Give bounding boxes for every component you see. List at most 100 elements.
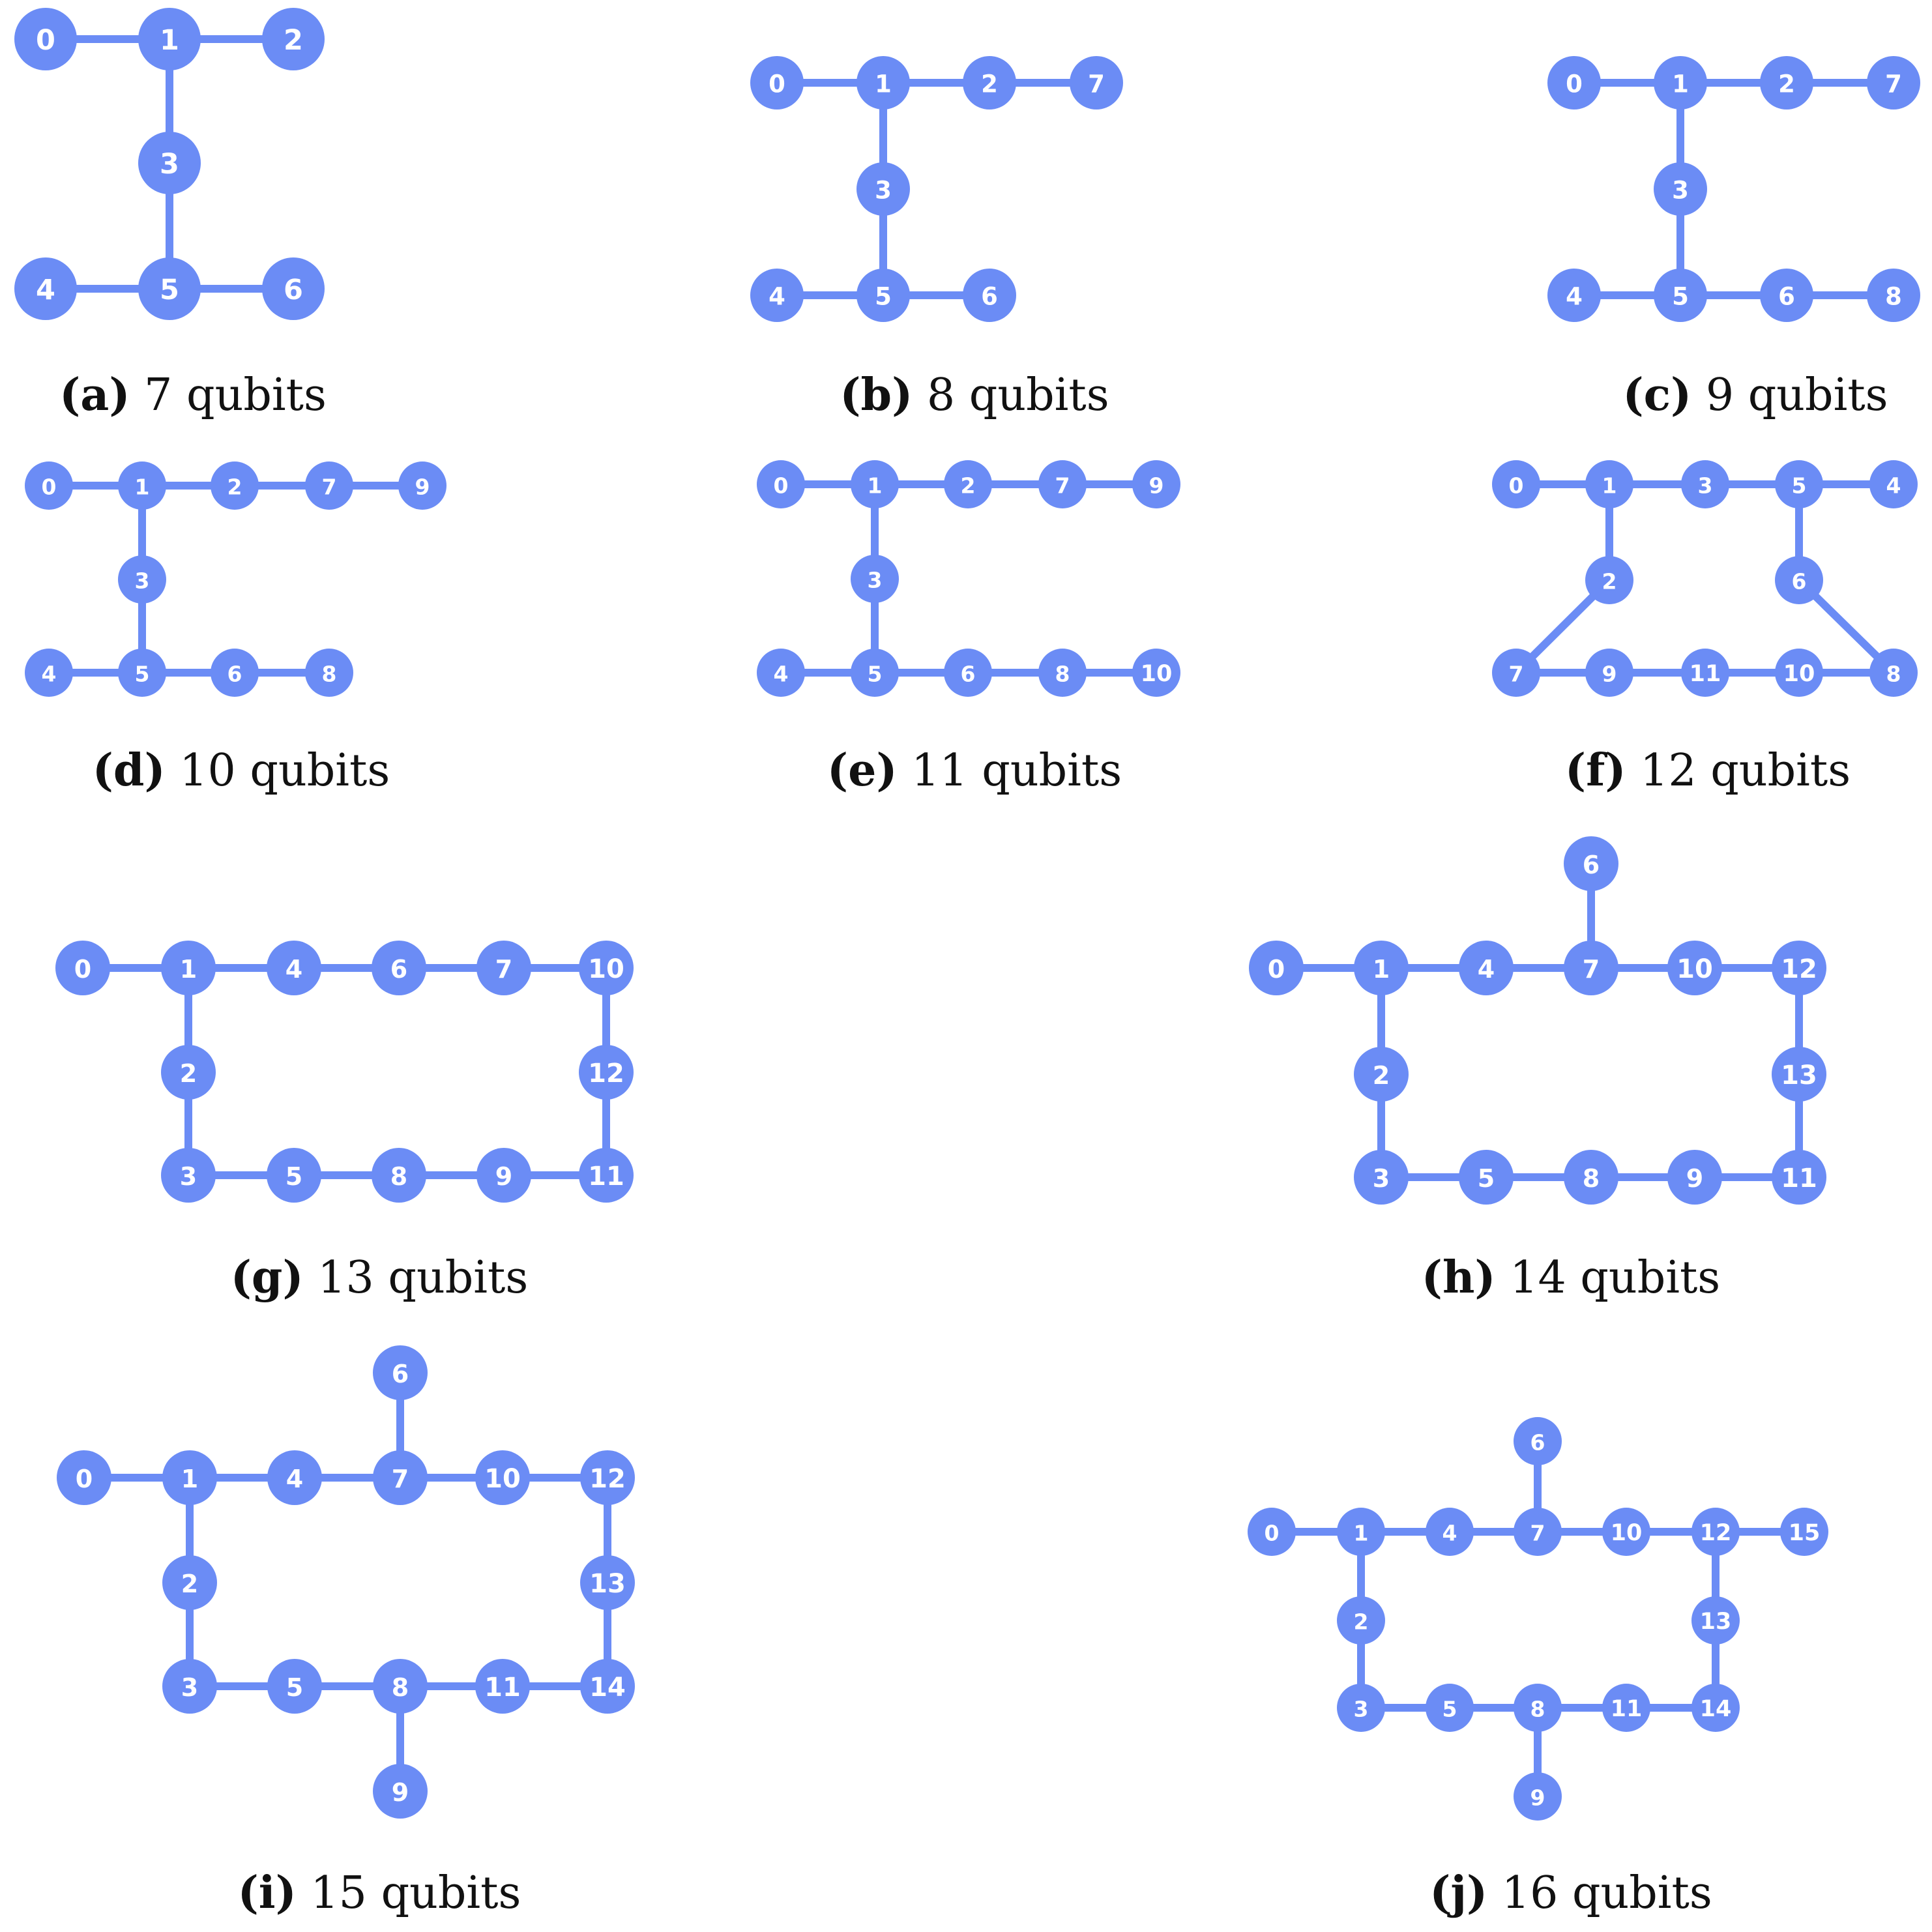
qubit-label-2: 2 bbox=[1373, 1061, 1390, 1090]
qubit-label-3: 3 bbox=[181, 1673, 198, 1702]
qubit-node-2 bbox=[161, 1045, 216, 1100]
qubit-label-13: 13 bbox=[1700, 1609, 1732, 1635]
qubit-node-10 bbox=[579, 941, 634, 995]
caption-tag: (d) bbox=[92, 744, 166, 797]
qubit-label-8: 8 bbox=[1583, 1164, 1600, 1193]
qubit-label-6: 6 bbox=[1792, 569, 1807, 594]
qubit-label-10: 10 bbox=[1141, 661, 1173, 687]
qubit-node-4 bbox=[14, 257, 77, 320]
qubit-label-4: 4 bbox=[768, 283, 785, 311]
qubit-node-4 bbox=[1547, 269, 1601, 322]
caption-j: (j) 16 qubits bbox=[1429, 1871, 1712, 1916]
qubit-label-6: 6 bbox=[284, 274, 303, 306]
caption-f: (f) 12 qubits bbox=[1565, 748, 1851, 793]
qubit-node-9 bbox=[1667, 1150, 1722, 1205]
qubit-node-12 bbox=[1772, 941, 1826, 995]
qubit-label-5: 5 bbox=[285, 1162, 302, 1191]
qubit-label-9: 9 bbox=[415, 475, 430, 500]
qubit-label-9: 9 bbox=[1530, 1785, 1545, 1811]
qubit-node-0 bbox=[1547, 56, 1601, 110]
qubit-label-0: 0 bbox=[774, 473, 789, 499]
qubit-label-4: 4 bbox=[285, 955, 302, 984]
qubit-node-6 bbox=[211, 649, 259, 697]
qubit-node-1 bbox=[1354, 941, 1409, 995]
qubit-node-12 bbox=[579, 1045, 634, 1100]
qubit-node-0 bbox=[750, 56, 804, 110]
qubit-label-10: 10 bbox=[1611, 1520, 1643, 1546]
qubit-label-11: 11 bbox=[1781, 1164, 1817, 1193]
caption-tag: (b) bbox=[840, 369, 913, 421]
caption-tag: (a) bbox=[59, 369, 130, 421]
qubit-node-9 bbox=[398, 461, 446, 510]
qubit-node-11 bbox=[1772, 1150, 1826, 1205]
qubit-label-4: 4 bbox=[774, 662, 789, 687]
qubit-label-3: 3 bbox=[1354, 1697, 1369, 1722]
qubit-label-1: 1 bbox=[180, 955, 197, 984]
qubit-node-10 bbox=[1602, 1508, 1650, 1556]
qubit-node-11 bbox=[475, 1659, 530, 1714]
qubit-node-3 bbox=[138, 132, 201, 194]
qubit-node-13 bbox=[1691, 1596, 1740, 1645]
qubit-label-8: 8 bbox=[1530, 1697, 1545, 1722]
qubit-node-7 bbox=[1867, 56, 1920, 110]
qubit-label-6: 6 bbox=[1530, 1430, 1545, 1456]
caption-text: 7 qubits bbox=[144, 370, 327, 421]
qubit-node-6 bbox=[373, 1345, 428, 1400]
qubit-node-0 bbox=[57, 1450, 111, 1505]
qubit-node-5 bbox=[851, 649, 899, 697]
qubit-node-6 bbox=[1514, 1417, 1562, 1465]
qubit-label-3: 3 bbox=[1698, 473, 1713, 499]
qubit-node-1 bbox=[1585, 460, 1633, 508]
qubit-label-1: 1 bbox=[875, 70, 892, 98]
qubit-node-4 bbox=[267, 941, 321, 995]
qubit-label-5: 5 bbox=[1792, 473, 1807, 499]
qubit-label-6: 6 bbox=[1778, 283, 1795, 311]
qubit-label-9: 9 bbox=[1686, 1164, 1703, 1193]
qubit-node-3 bbox=[856, 162, 910, 216]
qubit-node-3 bbox=[1354, 1150, 1409, 1205]
qubit-node-11 bbox=[1602, 1684, 1650, 1732]
qubit-node-7 bbox=[1514, 1508, 1562, 1556]
qubit-node-5 bbox=[267, 1659, 322, 1714]
qubit-label-3: 3 bbox=[1373, 1164, 1390, 1193]
qubit-node-2 bbox=[963, 56, 1016, 110]
qubit-node-4 bbox=[25, 649, 73, 697]
qubit-label-8: 8 bbox=[392, 1673, 409, 1702]
qubit-node-1 bbox=[856, 56, 910, 110]
qubit-node-8 bbox=[1869, 649, 1918, 697]
qubit-node-2 bbox=[211, 461, 259, 510]
qubit-label-7: 7 bbox=[322, 475, 337, 500]
qubit-label-5: 5 bbox=[1442, 1697, 1457, 1722]
qubit-node-9 bbox=[476, 1148, 531, 1203]
qubit-node-2 bbox=[944, 460, 992, 508]
qubit-label-0: 0 bbox=[768, 70, 785, 98]
caption-text: 16 qubits bbox=[1501, 1867, 1712, 1919]
qubit-node-10 bbox=[1132, 649, 1180, 697]
qubit-node-6 bbox=[1564, 836, 1618, 891]
qubit-label-8: 8 bbox=[1055, 662, 1070, 687]
qubit-label-7: 7 bbox=[1530, 1521, 1545, 1546]
caption-text: 12 qubits bbox=[1640, 745, 1851, 797]
qubit-label-7: 7 bbox=[1583, 955, 1600, 984]
qubit-label-5: 5 bbox=[135, 662, 150, 687]
qubit-node-8 bbox=[1867, 269, 1920, 322]
qubit-node-5 bbox=[1459, 1150, 1514, 1205]
caption-tag: (g) bbox=[230, 1251, 304, 1304]
qubit-node-3 bbox=[1654, 162, 1707, 216]
qubit-label-3: 3 bbox=[868, 568, 883, 593]
qubit-node-6 bbox=[944, 649, 992, 697]
qubit-node-10 bbox=[1775, 649, 1823, 697]
qubit-node-5 bbox=[1775, 460, 1823, 508]
qubit-label-1: 1 bbox=[1373, 955, 1390, 984]
qubit-node-6 bbox=[963, 269, 1016, 322]
caption-g: (g) 13 qubits bbox=[231, 1255, 529, 1300]
qubit-node-9 bbox=[373, 1764, 428, 1819]
caption-tag: (h) bbox=[1421, 1251, 1496, 1304]
qubit-node-13 bbox=[1772, 1047, 1826, 1102]
qubit-label-9: 9 bbox=[495, 1162, 512, 1191]
